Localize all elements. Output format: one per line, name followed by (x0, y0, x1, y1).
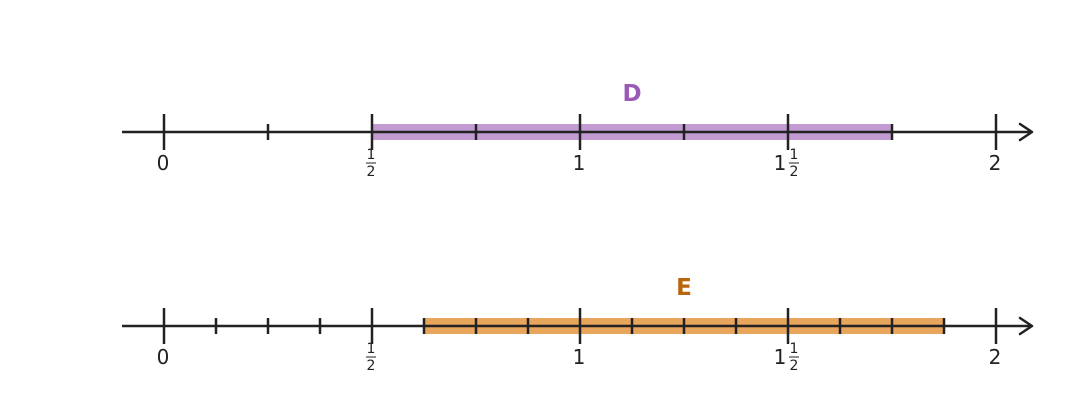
line-d-tick-label-numerator: 1 (790, 147, 799, 163)
line-e-tick-label-numerator: 1 (790, 341, 799, 357)
line-e-label: E (676, 275, 692, 301)
line-e-tick-label: 1 (573, 345, 586, 369)
line-d-tick-label: 0 (157, 151, 170, 175)
line-e-arrow (1018, 316, 1034, 336)
line-e-tick-label-numerator: 1 (367, 341, 376, 357)
line-e-tick-label: 2 (989, 345, 1002, 369)
line-d-arrow (1018, 122, 1034, 142)
line-e-tick-label: 0 (157, 345, 170, 369)
line-d-tick-label-denominator: 2 (790, 164, 799, 180)
line-d-tick-label: 1 (774, 151, 787, 175)
line-d-label: D (622, 81, 641, 107)
line-d-tick-label-denominator: 2 (367, 164, 376, 180)
line-d-tick-label: 2 (989, 151, 1002, 175)
line-d-tick-label: 1 (573, 151, 586, 175)
line-e-tick-label-denominator: 2 (790, 358, 799, 374)
line-e-tick-label: 1 (774, 345, 787, 369)
line-e-tick-label-denominator: 2 (367, 358, 376, 374)
line-d-tick-label-numerator: 1 (367, 147, 376, 163)
